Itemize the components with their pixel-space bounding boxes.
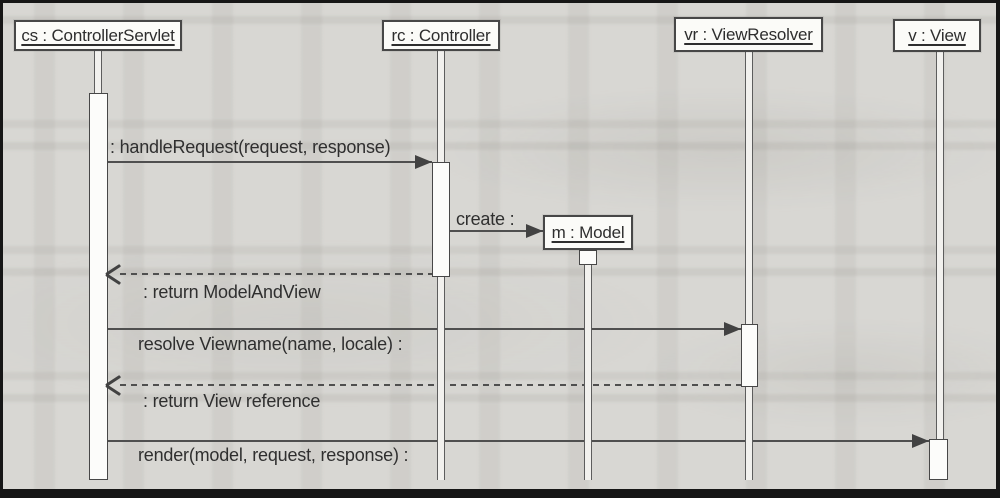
message-label-render: render(model, request, response) : (138, 445, 409, 465)
object-box-model: m : Model (543, 215, 633, 250)
message-line-render (108, 440, 929, 442)
actor-box-view: v : View (893, 19, 981, 52)
lifeline-view (936, 52, 944, 439)
activation-viewresolver (741, 324, 758, 387)
actor-label-controllerservlet: cs : ControllerServlet (21, 25, 175, 45)
lifeline-viewresolver-upper (745, 52, 753, 324)
activation-view (929, 439, 948, 480)
message-label-return-view-reference: : return View reference (143, 391, 321, 411)
actor-box-viewresolver: vr : ViewResolver (674, 17, 823, 52)
sync-arrowhead-icon (912, 434, 929, 448)
activation-controller (432, 162, 450, 277)
message-line-create (450, 230, 543, 232)
actor-box-controller: rc : Controller (382, 20, 500, 51)
activation-controllerservlet (89, 93, 108, 480)
lifeline-viewresolver-lower (745, 387, 753, 480)
message-label-create: create : (456, 209, 515, 229)
message-line-return-view-reference (120, 384, 741, 386)
sync-arrowhead-icon (415, 155, 432, 169)
lifeline-controller-upper (437, 50, 445, 162)
actor-box-controllerservlet: cs : ControllerServlet (14, 20, 182, 51)
message-line-return-modelandview (120, 273, 432, 275)
lifeline-controller-lower (437, 277, 445, 480)
message-label-resolve-viewname: resolve Viewname(name, locale) : (138, 334, 403, 354)
create-arrowhead-icon (526, 224, 543, 238)
lifeline-controllerservlet (94, 50, 102, 93)
message-line-resolve-viewname (108, 328, 741, 330)
activation-model-stub (579, 250, 597, 265)
object-label-model: m : Model (551, 222, 625, 242)
message-label-return-modelandview: : return ModelAndView (143, 282, 321, 302)
lifeline-model (584, 263, 592, 480)
return-arrowhead-icon (106, 265, 124, 283)
actor-label-view: v : View (908, 25, 966, 45)
actor-label-viewresolver: vr : ViewResolver (684, 24, 813, 44)
return-arrowhead-icon (106, 376, 124, 394)
message-label-handlerequest: : handleRequest(request, response) (110, 137, 391, 157)
sync-arrowhead-icon (724, 322, 741, 336)
message-line-handlerequest (108, 161, 432, 163)
actor-label-controller: rc : Controller (391, 25, 491, 45)
